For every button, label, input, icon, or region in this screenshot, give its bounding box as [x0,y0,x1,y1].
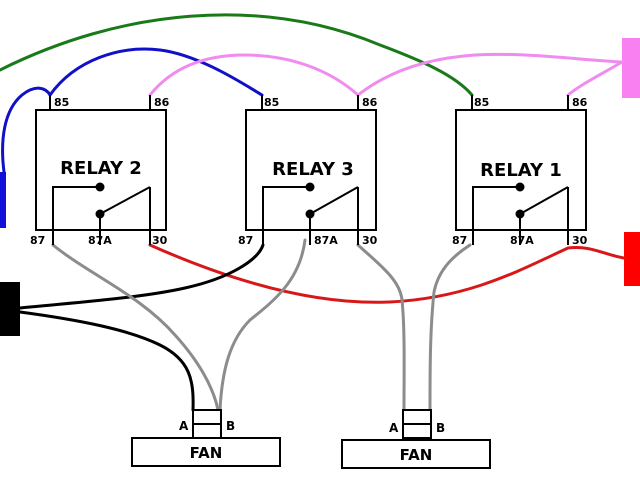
gray-wire-r3-30 [356,243,406,412]
fan-left-body [131,437,281,467]
relay-3-contacts [262,182,359,245]
fan-left: FAN A B [131,409,281,467]
fan-left-terminal-b: B [226,419,235,433]
relay-2-pin-86: 86 [154,96,170,109]
relay-1-pin-87a: 87A [510,234,534,247]
relay-1-title: RELAY 1 [480,160,562,181]
pink-connector [622,38,640,98]
relay-3-title: RELAY 3 [272,159,354,180]
pink-wire [148,52,628,97]
black-connector [0,282,20,336]
relay-2: RELAY 2 85 86 87 87A 30 [30,95,170,247]
fan-right-body [341,439,491,469]
relay-1-pin-86: 86 [572,96,588,109]
fan-left-label: FAN [190,444,223,462]
fan-right: FAN A B [341,409,491,469]
relay-3-pin-87: 87 [238,234,253,247]
gray-wire-r3-87a [218,238,307,412]
relay-1-pin-87: 87 [452,234,467,247]
green-wire [0,13,474,97]
relay-3-pin-86: 86 [362,96,378,109]
fan-left-terminal-a: A [179,419,189,433]
relay-2-contacts [52,182,151,245]
relay-1: RELAY 1 85 86 87 87A 30 [452,95,588,247]
gray-wire-r2-87 [51,243,220,412]
gray-wire-r1-87 [428,243,472,412]
fan-right-label: FAN [400,446,433,464]
relay-2-pin-30: 30 [152,234,168,247]
relay-2-pin-85: 85 [54,96,69,109]
red-connector [624,232,640,286]
fan-right-terminal-b: B [436,421,445,435]
relay-2-pin-87a: 87A [88,234,112,247]
black-wire-lower [18,310,195,412]
relay-1-pin-85: 85 [474,96,489,109]
blue-wire [1,47,264,174]
relay-3: RELAY 3 85 86 87 87A 30 [238,95,378,247]
relay-1-contacts [472,182,569,245]
black-wire-upper [18,243,265,310]
blue-connector [0,172,6,228]
red-wire [148,243,626,304]
fan-right-terminal-a: A [389,421,399,435]
relay-3-pin-87a: 87A [314,234,338,247]
relay-3-pin-30: 30 [362,234,378,247]
relay-3-pin-85: 85 [264,96,279,109]
relay-2-pin-87: 87 [30,234,45,247]
relay-1-pin-30: 30 [572,234,588,247]
relay-2-title: RELAY 2 [60,158,142,179]
